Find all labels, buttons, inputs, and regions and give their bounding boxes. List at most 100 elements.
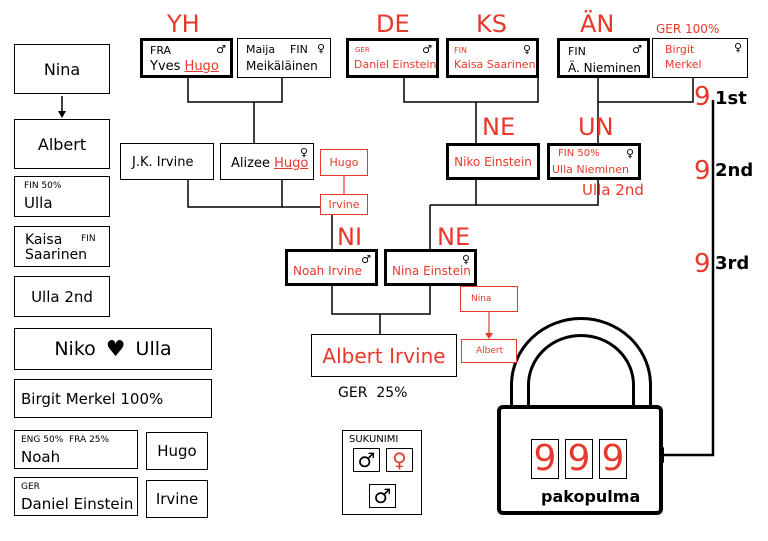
sukunimi-male: ♂ bbox=[357, 448, 376, 472]
daniel-nat: GER bbox=[355, 46, 370, 54]
legend-albert: Albert bbox=[14, 119, 110, 169]
female-icon: ♀ bbox=[522, 43, 531, 56]
code-digit-2: 9 bbox=[694, 156, 711, 186]
code-digit-1: 9 bbox=[694, 82, 711, 112]
person-birgit-merkel: Birgit ♀ Merkel bbox=[652, 38, 748, 78]
label-un: UN bbox=[578, 113, 614, 141]
maija-nat: FIN bbox=[290, 43, 308, 56]
code-label-1st: 1st bbox=[715, 88, 747, 109]
code-label-2nd: 2nd bbox=[715, 160, 754, 181]
hint-irvine-text: Irvine bbox=[328, 198, 360, 211]
alizee-name: Alizee Hugo bbox=[231, 156, 308, 171]
person-alizee-hugo: ♀ Alizee Hugo bbox=[220, 143, 314, 180]
sukunimi-female: ♀ bbox=[392, 448, 407, 472]
maija-first: Maija bbox=[246, 43, 276, 56]
alizee-last: Hugo bbox=[274, 156, 309, 171]
legend-daniel-nat: GER bbox=[21, 482, 40, 492]
legend-nina: Nina bbox=[14, 44, 110, 94]
label-de: DE bbox=[376, 10, 410, 38]
person-daniel-einstein: GER ♂ Daniel Einstein bbox=[346, 38, 439, 78]
kaisa-nat: FIN bbox=[454, 46, 467, 55]
birgit-first: Birgit bbox=[665, 43, 695, 56]
female-icon: ♀ bbox=[461, 253, 470, 266]
daniel-name: Daniel Einstein bbox=[354, 58, 437, 71]
code-digit-3: 9 bbox=[694, 249, 711, 279]
aniem-name: Ä. Nieminen bbox=[568, 61, 641, 75]
legend-birgit-text: Birgit Merkel 100% bbox=[21, 390, 164, 408]
male-icon: ♂ bbox=[353, 448, 380, 472]
sukunimi-child: ♂ bbox=[373, 484, 392, 508]
ulla-nat: FIN 50% bbox=[558, 148, 600, 159]
label-ni: NI bbox=[337, 223, 363, 251]
person-kaisa-saarinen: FIN ♀ Kaisa Saarinen bbox=[446, 38, 539, 78]
legend-irvine-text: Irvine bbox=[155, 490, 199, 508]
legend-couple-niko: Niko bbox=[54, 338, 96, 360]
sukunimi-title: SUKUNIMI bbox=[349, 434, 399, 445]
legend-kaisa-first: Kaisa bbox=[25, 232, 63, 248]
male-icon: ♂ bbox=[632, 43, 642, 56]
legend-kaisa-last: Saarinen bbox=[25, 247, 88, 263]
person-albert-irvine: Albert Irvine bbox=[311, 334, 457, 377]
lock-digit-2[interactable]: 9 bbox=[565, 439, 593, 479]
lock-digit-2-text: 9 bbox=[567, 438, 591, 479]
male-icon: ♂ bbox=[369, 484, 396, 508]
birgit-header: GER 100% bbox=[656, 22, 720, 36]
lock-digit-1-text: 9 bbox=[533, 438, 557, 479]
albert-name: Albert Irvine bbox=[322, 343, 446, 368]
jk-name: J.K. Irvine bbox=[132, 155, 194, 170]
legend-kaisa: FIN Kaisa Saarinen bbox=[14, 226, 110, 267]
heart-icon: ♥ bbox=[105, 336, 126, 362]
label-ne-2: NE bbox=[437, 223, 471, 251]
person-yves-hugo: FRA ♂ Yves Hugo bbox=[140, 38, 233, 78]
hint-hugo-text: Hugo bbox=[329, 156, 359, 169]
lock-digit-1[interactable]: 9 bbox=[531, 439, 559, 479]
hint-irvine: Irvine bbox=[320, 194, 368, 215]
ulla-name: Ulla Nieminen bbox=[552, 163, 629, 176]
female-icon: ♀ bbox=[299, 146, 308, 159]
male-icon: ♂ bbox=[361, 253, 371, 266]
person-nina-einstein: ♀ Nina Einstein bbox=[384, 249, 477, 286]
yves-last: Hugo bbox=[184, 59, 219, 74]
legend-hugo: Hugo bbox=[146, 432, 208, 470]
yves-nat: FRA bbox=[150, 44, 172, 57]
female-icon: ♀ bbox=[316, 42, 325, 55]
lock-label: pakopulma bbox=[541, 487, 641, 506]
person-jk-irvine: J.K. Irvine bbox=[120, 143, 214, 180]
legend-noah-nat: ENG 50% FRA 25% bbox=[21, 435, 110, 445]
legend-birgit: Birgit Merkel 100% bbox=[14, 379, 212, 418]
lock-body: 9 9 9 pakopulma bbox=[497, 405, 663, 515]
legend-daniel-text: Daniel Einstein bbox=[21, 495, 134, 513]
legend-ulla: FIN 50% Ulla bbox=[14, 176, 110, 217]
lock-digit-3-text: 9 bbox=[601, 438, 625, 479]
legend-ulla2-text: Ulla 2nd bbox=[31, 287, 93, 306]
male-icon: ♂ bbox=[216, 43, 226, 56]
label-ger-25: GER 25% bbox=[338, 385, 408, 401]
label-yh: YH bbox=[167, 10, 200, 38]
kaisa-name: Kaisa Saarinen bbox=[454, 58, 536, 71]
legend-kaisa-nat: FIN bbox=[81, 234, 96, 244]
legend-nina-text: Nina bbox=[43, 59, 81, 79]
legend-ulla-nat: FIN 50% bbox=[24, 181, 62, 191]
hint-nina: Nina bbox=[460, 286, 518, 312]
nina-name: Nina Einstein bbox=[392, 264, 471, 278]
lock-digit-3[interactable]: 9 bbox=[599, 439, 627, 479]
hint-nina-text: Nina bbox=[471, 294, 492, 304]
code-label-3rd: 3rd bbox=[715, 253, 750, 274]
female-icon: ♀ bbox=[733, 41, 742, 54]
legend-irvine: Irvine bbox=[146, 480, 208, 518]
person-maija: Maija FIN ♀ Meikäläinen bbox=[237, 38, 331, 78]
maija-last: Meikäläinen bbox=[246, 59, 318, 73]
person-ulla-nieminen: FIN 50% ♀ Ulla Nieminen bbox=[547, 143, 641, 180]
legend-ulla2: Ulla 2nd bbox=[14, 276, 110, 317]
hint-hugo: Hugo bbox=[320, 149, 368, 176]
female-icon: ♀ bbox=[386, 448, 413, 472]
alizee-first: Alizee bbox=[231, 156, 270, 171]
hint-albert: Albert bbox=[461, 339, 517, 363]
legend-daniel: GER Daniel Einstein bbox=[14, 477, 138, 516]
legend-couple-ulla: Ulla bbox=[135, 338, 172, 360]
niko-name: Niko Einstein bbox=[454, 154, 532, 169]
legend-noah: ENG 50% FRA 25% Noah bbox=[14, 430, 138, 469]
person-a-nieminen: FIN ♂ Ä. Nieminen bbox=[557, 38, 650, 78]
legend-ulla-text: Ulla bbox=[24, 194, 53, 212]
person-noah-irvine: ♂ Noah Irvine bbox=[285, 249, 378, 286]
